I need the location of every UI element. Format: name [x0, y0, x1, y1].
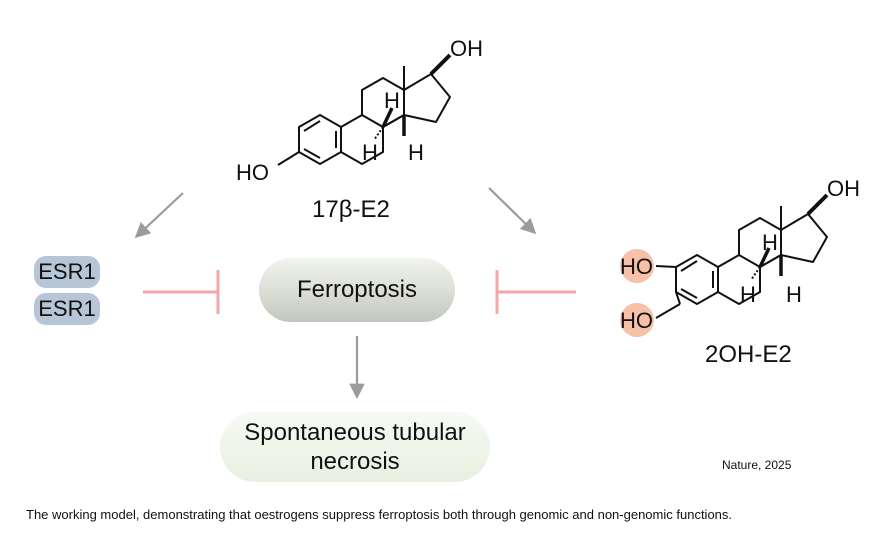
ferroptosis-label: Ferroptosis: [296, 276, 418, 303]
esr1-label-bottom: ESR1: [38, 296, 96, 321]
necrosis-label-line2: necrosis: [310, 448, 400, 475]
figure-caption: The working model, demonstrating that oe…: [26, 507, 733, 522]
e2-ho-left-label: HO: [236, 160, 269, 185]
esr1-receptor-top: ESR1: [34, 256, 100, 288]
ferroptosis-node: Ferroptosis: [259, 258, 455, 322]
e2-oh-top-label: OH: [450, 36, 483, 61]
inhibition-esr1-ferroptosis: [143, 270, 220, 314]
necrosis-node: Spontaneous tubular necrosis: [220, 412, 490, 482]
citation: Nature, 2025: [722, 458, 792, 472]
esr1-label-top: ESR1: [38, 259, 96, 284]
necrosis-label-line1: Spontaneous tubular: [244, 419, 466, 446]
2oh-e2-h-label-2: H: [740, 282, 756, 307]
e2-h-label-1: H: [384, 88, 400, 113]
esr1-receptor-bottom: ESR1: [34, 293, 100, 325]
2oh-e2-skeleton: [655, 193, 829, 319]
hydroxyl-highlight-b: [620, 303, 654, 337]
2oh-e2-h-label-1: H: [762, 230, 778, 255]
e2-h-label-2: H: [362, 140, 378, 165]
arrow-e2-to-2oh-e2: [488, 187, 537, 235]
2oh-e2-h-label-3: H: [786, 282, 802, 307]
2oh-e2-name-label: 2OH-E2: [705, 341, 792, 368]
2oh-e2-oh-top-label: OH: [827, 176, 860, 201]
e2-name-label: 17β-E2: [312, 196, 390, 223]
e2-skeleton: [277, 53, 452, 166]
2oh-e2-ho-label-a: HO: [620, 254, 653, 279]
arrow-e2-to-esr1: [134, 192, 184, 239]
2oh-e2-ho-label-b: HO: [620, 308, 653, 333]
e2-h-label-3: H: [408, 140, 424, 165]
hydroxyl-highlight-a: [620, 249, 654, 283]
inhibition-2oh-e2-ferroptosis: [495, 270, 576, 314]
